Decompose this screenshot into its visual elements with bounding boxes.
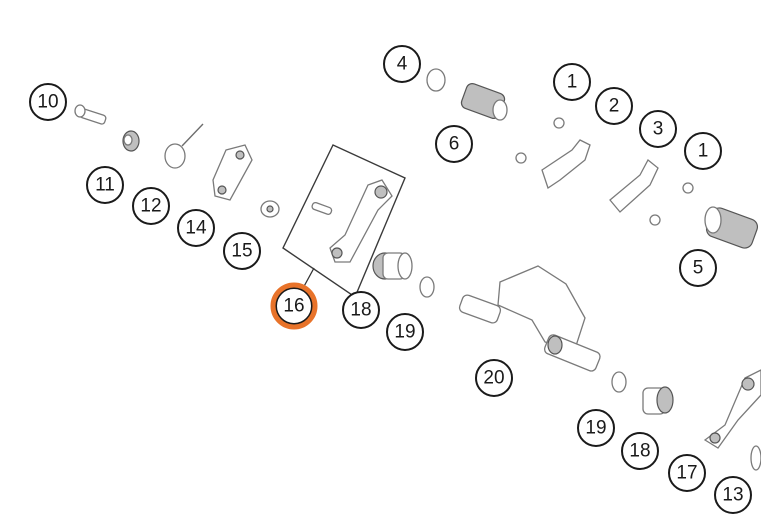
svg-text:1: 1: [567, 72, 578, 93]
part-pivot-20: [458, 265, 601, 372]
callout-20: 20: [475, 359, 513, 397]
callout-4: 4: [383, 45, 421, 83]
part-bearing-5: [704, 206, 759, 249]
callout-10: 10: [29, 83, 67, 121]
svg-text:5: 5: [693, 258, 704, 279]
svg-text:18: 18: [350, 300, 371, 321]
svg-text:2: 2: [609, 96, 620, 117]
part-washer-15: [260, 200, 280, 218]
highlight-ring: [270, 282, 318, 330]
part-oring-4: [426, 68, 446, 92]
svg-text:15: 15: [231, 241, 252, 262]
callout-19-left: 19: [386, 313, 424, 351]
svg-text:19: 19: [394, 322, 415, 343]
part-lever-assembly-16: [282, 144, 406, 299]
part-bracket-3: [609, 159, 694, 226]
callout-5: 5: [679, 249, 717, 287]
part-bracket-2: [515, 117, 591, 190]
svg-text:18: 18: [629, 441, 650, 462]
svg-text:19: 19: [585, 418, 606, 439]
part-13-edge: [750, 445, 761, 471]
callout-12: 12: [132, 187, 170, 225]
callout-11: 11: [86, 166, 124, 204]
part-sleeve-18-left: [372, 252, 413, 280]
callout-18-right: 18: [621, 432, 659, 470]
svg-text:14: 14: [185, 218, 207, 239]
part-bushing-11: [122, 130, 140, 152]
part-bracket-14: [212, 144, 253, 201]
svg-text:20: 20: [483, 368, 504, 389]
part-lever-17: [703, 369, 761, 449]
svg-text:11: 11: [95, 175, 115, 196]
svg-text:12: 12: [140, 196, 161, 217]
part-bearing-6: [460, 83, 508, 121]
callout-15: 15: [223, 232, 261, 270]
part-sleeve-18-right: [642, 386, 674, 415]
callout-2: 2: [595, 87, 633, 125]
svg-text:16: 16: [283, 296, 304, 317]
svg-text:17: 17: [676, 463, 697, 484]
svg-text:13: 13: [722, 485, 743, 506]
part-clamp-12: [164, 123, 204, 169]
svg-text:3: 3: [653, 119, 664, 140]
svg-text:4: 4: [397, 54, 408, 75]
part-bolt-10: [74, 104, 107, 125]
callout-18-left: 18: [342, 291, 380, 329]
callout-14: 14: [177, 209, 215, 247]
svg-text:1: 1: [698, 141, 709, 162]
callout-3: 3: [639, 110, 677, 148]
callout-6: 6: [435, 125, 473, 163]
svg-text:10: 10: [37, 92, 58, 113]
callout-16: 16: [270, 282, 318, 330]
svg-text:6: 6: [449, 134, 460, 155]
callout-1-top: 1: [553, 63, 591, 101]
callout-17: 17: [668, 454, 706, 492]
part-oring-19-right: [611, 371, 627, 393]
callout-13: 13: [714, 476, 752, 514]
callout-19-right: 19: [577, 409, 615, 447]
callout-1-right: 1: [684, 132, 722, 170]
part-oring-19-left: [419, 276, 435, 298]
